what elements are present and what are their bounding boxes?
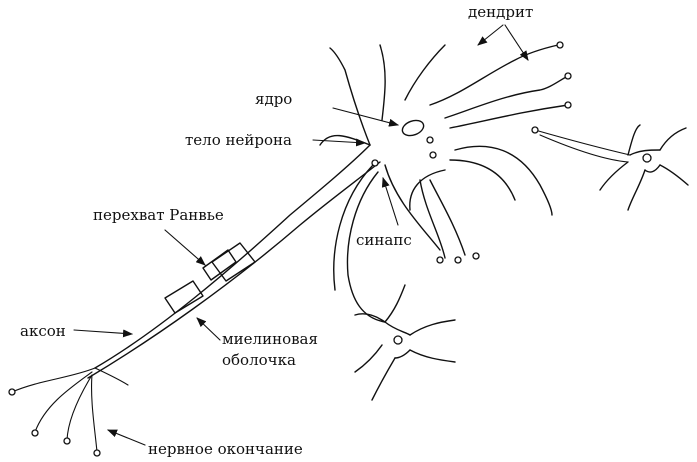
secondary-neuron-right bbox=[600, 125, 688, 210]
cell-body-label: тело нейрона bbox=[185, 131, 292, 149]
synapse-label: синапс bbox=[356, 231, 412, 249]
secondary-neuron-bottom bbox=[355, 285, 455, 400]
myelin-sheath bbox=[165, 243, 255, 313]
myelin-sheath-label-line2: оболочка bbox=[222, 351, 296, 369]
myelin-sheath-label-line1: миелиновая bbox=[222, 330, 318, 348]
nucleus-label: ядро bbox=[255, 90, 292, 108]
pointer-arrows bbox=[74, 25, 528, 445]
nucleus-shape bbox=[400, 118, 425, 139]
cell-body-outline bbox=[320, 45, 568, 258]
nerve-ending-label: нервное окончание bbox=[148, 440, 303, 458]
dendrite-label: дендрит bbox=[468, 3, 533, 21]
node-of-ranvier-label: перехват Ранвье bbox=[93, 206, 224, 224]
dendrite-right bbox=[535, 130, 630, 162]
axon-label: аксон bbox=[20, 322, 66, 340]
